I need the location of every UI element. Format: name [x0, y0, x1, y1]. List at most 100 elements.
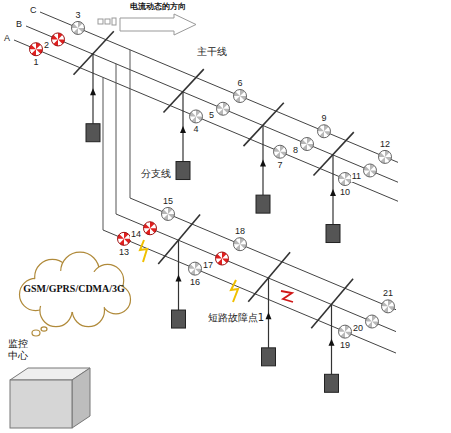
direction-triangle: [329, 339, 335, 346]
fault-indicator: [189, 262, 202, 275]
indicator-rim: [72, 21, 85, 34]
crossarm: [74, 31, 114, 74]
fault-indicator: [190, 110, 203, 123]
indicator-disc: [72, 21, 85, 34]
bubble-ring: [32, 330, 40, 336]
fault-indicator: [234, 90, 247, 103]
fault-indicator: [379, 150, 392, 163]
lightning-mark: [140, 240, 147, 262]
indicator-rim: [162, 207, 175, 220]
callout-number: 2: [43, 40, 50, 50]
callout-number: 6: [236, 78, 243, 88]
line-note: 主干线: [196, 46, 228, 58]
centre-title: 监控中心: [8, 338, 28, 362]
indicator-disc: [301, 138, 314, 151]
indicator-disc: [339, 325, 352, 338]
indicator-disc: [339, 173, 352, 186]
transformer-box: [172, 310, 186, 328]
indicator-rim: [216, 252, 229, 265]
indicator-rim: [144, 222, 157, 235]
fault-indicator: [30, 43, 43, 56]
indicator-rim: [301, 138, 314, 151]
indicator-rim: [274, 145, 287, 158]
poles: [74, 31, 354, 392]
fault-indicator: [162, 207, 175, 220]
fault-indicator: [234, 238, 247, 251]
indicator-disc: [318, 125, 331, 138]
fault-indicator: [216, 252, 229, 265]
line-note: 分支线: [140, 168, 172, 180]
fault-mark: [281, 291, 293, 302]
phase-name: B: [15, 19, 23, 29]
node-text: 电流动态的方向: [118, 2, 198, 12]
phase-line: [26, 26, 398, 182]
transformer-box: [176, 162, 190, 180]
callout-number: 14: [130, 229, 142, 239]
lightning-marks: [140, 240, 238, 302]
transformer-box: [326, 225, 340, 243]
indicator-rim: [217, 102, 230, 115]
indicator-disc: [274, 145, 287, 158]
fault-indicator: [339, 325, 352, 338]
fault-indicator: [366, 315, 379, 328]
fault-indicator: [144, 222, 157, 235]
block-arrow: [120, 14, 196, 35]
callout-number: 19: [339, 340, 351, 350]
crossarm: [248, 252, 290, 302]
phase-line: [14, 40, 398, 201]
indicator-disc: [382, 300, 395, 313]
phase-line: [130, 198, 396, 310]
branch-wires: [103, 50, 130, 230]
fault-indicator: [72, 21, 85, 34]
indicator-rim: [234, 90, 247, 103]
bubble-ring: [41, 327, 47, 331]
fault-indicator: [301, 138, 314, 151]
fault-indicator: [217, 102, 230, 115]
branch-wire: [130, 50, 131, 198]
fault-indicator: [318, 125, 331, 138]
callout-number: 8: [292, 145, 299, 155]
indicator-rim: [190, 110, 203, 123]
indicator-disc: [190, 110, 203, 123]
transformer-box: [256, 195, 270, 213]
fault-indicator: [382, 300, 395, 313]
crossarm: [158, 214, 200, 264]
indicator-disc: [118, 232, 131, 245]
indicator-disc: [30, 43, 43, 56]
phase-lines: [14, 12, 398, 353]
fault-indicator: [52, 33, 65, 46]
transformer-box: [86, 124, 100, 142]
indicator-rim: [382, 300, 395, 313]
fault-indicator: [339, 173, 352, 186]
callout-number: 12: [379, 139, 391, 149]
fault-indicator: [274, 145, 287, 158]
indicator-rim: [118, 232, 131, 245]
indicator-disc: [217, 102, 230, 115]
current-block: [98, 19, 103, 24]
callout-number: 11: [351, 171, 362, 181]
fault-indicator: [118, 232, 131, 245]
callout-number: 5: [208, 110, 215, 120]
lightning-mark: [231, 280, 238, 302]
indicator-rim: [318, 125, 331, 138]
indicator-rim: [366, 315, 379, 328]
callout-number: 4: [192, 124, 199, 134]
callout-number: 7: [276, 160, 283, 170]
direction-triangle: [266, 312, 272, 319]
callout-number: 1: [32, 57, 39, 67]
transformer-box: [325, 374, 339, 392]
phase-line: [116, 214, 396, 332]
crossarm: [311, 279, 353, 329]
direction-triangle: [260, 160, 266, 167]
indicator-disc: [366, 315, 379, 328]
callout-number: 17: [202, 260, 214, 270]
network-cloud: GSM/GPRS/CDMA/3G: [14, 256, 134, 326]
current-block: [112, 18, 116, 25]
monitoring-centre: 监控中心: [8, 338, 108, 430]
crossarm: [314, 132, 354, 175]
indicator-disc: [216, 252, 229, 265]
crossarm: [164, 69, 204, 112]
fault-indicator: [364, 164, 377, 177]
callout-number: 21: [382, 288, 394, 298]
